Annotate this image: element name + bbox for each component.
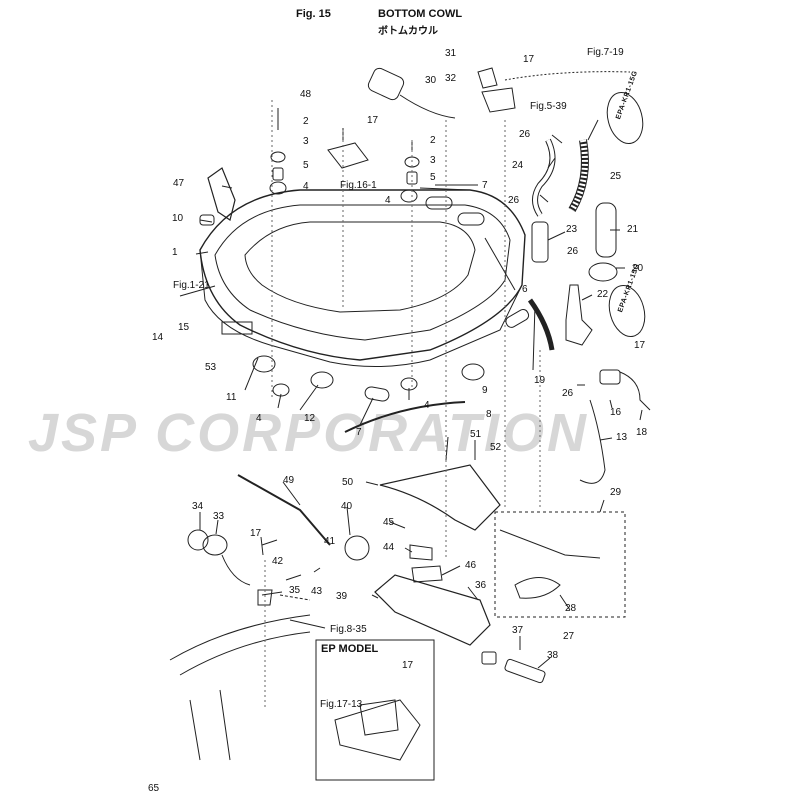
part-label: 6 xyxy=(522,284,528,295)
part-label: 7 xyxy=(482,180,488,191)
latch-bracket xyxy=(207,167,236,221)
part-label: 44 xyxy=(383,542,395,553)
part-label: 41 xyxy=(324,536,336,547)
part-label: 7 xyxy=(356,427,362,438)
figure-title: BOTTOM COWL xyxy=(378,8,463,20)
part-label: 22 xyxy=(597,289,609,300)
ep-model-title: EP MODEL xyxy=(321,643,379,655)
part-label: 3 xyxy=(303,136,309,147)
part-label: 13 xyxy=(616,432,628,443)
part-label: 49 xyxy=(283,475,295,486)
part-label: 18 xyxy=(636,427,648,438)
watermark: JSP CORPORATION xyxy=(28,403,590,463)
part-label: 26 xyxy=(519,129,531,140)
part-label: 33 xyxy=(213,511,225,522)
part-label: 51 xyxy=(470,429,482,440)
part-label: 12 xyxy=(304,413,316,424)
part-label: 20 xyxy=(632,263,644,274)
ep-model-part-label: 17 xyxy=(402,660,414,671)
part-label: 47 xyxy=(173,178,185,189)
part-label: 26 xyxy=(508,195,520,206)
part-label: 53 xyxy=(205,362,217,373)
ref-fig-8-35[interactable]: Fig.8-35 xyxy=(330,624,367,635)
part-label: 5 xyxy=(430,172,436,183)
part-label: 31 xyxy=(445,48,457,59)
part-label: 46 xyxy=(465,560,477,571)
part-label: 48 xyxy=(300,89,312,100)
ref-fig-1-21[interactable]: Fig.1-21 xyxy=(173,280,210,291)
part-label: 45 xyxy=(383,517,395,528)
part-label: 25 xyxy=(610,171,622,182)
part-label: 4 xyxy=(303,181,309,192)
part-label: 4 xyxy=(424,400,430,411)
part-label: 38 xyxy=(547,650,559,661)
part-label: 36 xyxy=(475,580,487,591)
part-label: 1 xyxy=(172,247,178,258)
part-label: 35 xyxy=(289,585,301,596)
part-label: 10 xyxy=(172,213,184,224)
part-label: 17 xyxy=(634,340,646,351)
ref-fig-7-19[interactable]: Fig.7-19 xyxy=(587,47,624,58)
part-label: 29 xyxy=(610,487,622,498)
part-label: 43 xyxy=(311,586,323,597)
part-label: 4 xyxy=(385,195,391,206)
part-label: 8 xyxy=(486,409,492,420)
part-label: 24 xyxy=(512,160,524,171)
part-label: 52 xyxy=(490,442,502,453)
ref-fig-5-39[interactable]: Fig.5-39 xyxy=(530,101,567,112)
part-label: 17 xyxy=(523,54,535,65)
figure-title-japanese: ボトムカウル xyxy=(378,26,438,37)
part-label: 39 xyxy=(336,591,348,602)
part-label: 11 xyxy=(226,392,237,403)
part-label: 42 xyxy=(272,556,284,567)
part-label: 27 xyxy=(563,631,575,642)
part-label: 2 xyxy=(303,116,309,127)
part-label: 5 xyxy=(303,160,309,171)
part-label: 14 xyxy=(152,332,164,343)
ep-model-fig-ref[interactable]: Fig.17-13 xyxy=(320,699,363,710)
part-label: 32 xyxy=(445,73,457,84)
part-label: 15 xyxy=(178,322,190,333)
ref-fig-16-1[interactable]: Fig.16-1 xyxy=(340,180,377,191)
part-label: 23 xyxy=(566,224,578,235)
part-label: 2 xyxy=(430,135,436,146)
part-label: 30 xyxy=(425,75,437,86)
part-label: 28 xyxy=(565,603,577,614)
lower-pan xyxy=(379,464,501,531)
part-label: 9 xyxy=(482,385,488,396)
part-label: 26 xyxy=(562,388,574,399)
part-label: 17 xyxy=(367,115,379,126)
part-label: 17 xyxy=(250,528,262,539)
part-label: 40 xyxy=(341,501,353,512)
part-label: 37 xyxy=(512,625,524,636)
page-number: 65 xyxy=(148,783,160,794)
part-label: 16 xyxy=(610,407,622,418)
part-label: 26 xyxy=(567,246,579,257)
part-label: 3 xyxy=(430,155,436,166)
part-label: 21 xyxy=(627,224,639,235)
fuel-connector xyxy=(367,67,405,101)
figure-number: Fig. 15 xyxy=(296,8,331,20)
control-housing xyxy=(374,574,491,646)
part-label: 34 xyxy=(192,501,204,512)
part-label: 4 xyxy=(256,413,262,424)
bottom-cowl-body xyxy=(199,189,526,361)
part-label: 50 xyxy=(342,477,354,488)
part-label: 19 xyxy=(534,375,546,386)
